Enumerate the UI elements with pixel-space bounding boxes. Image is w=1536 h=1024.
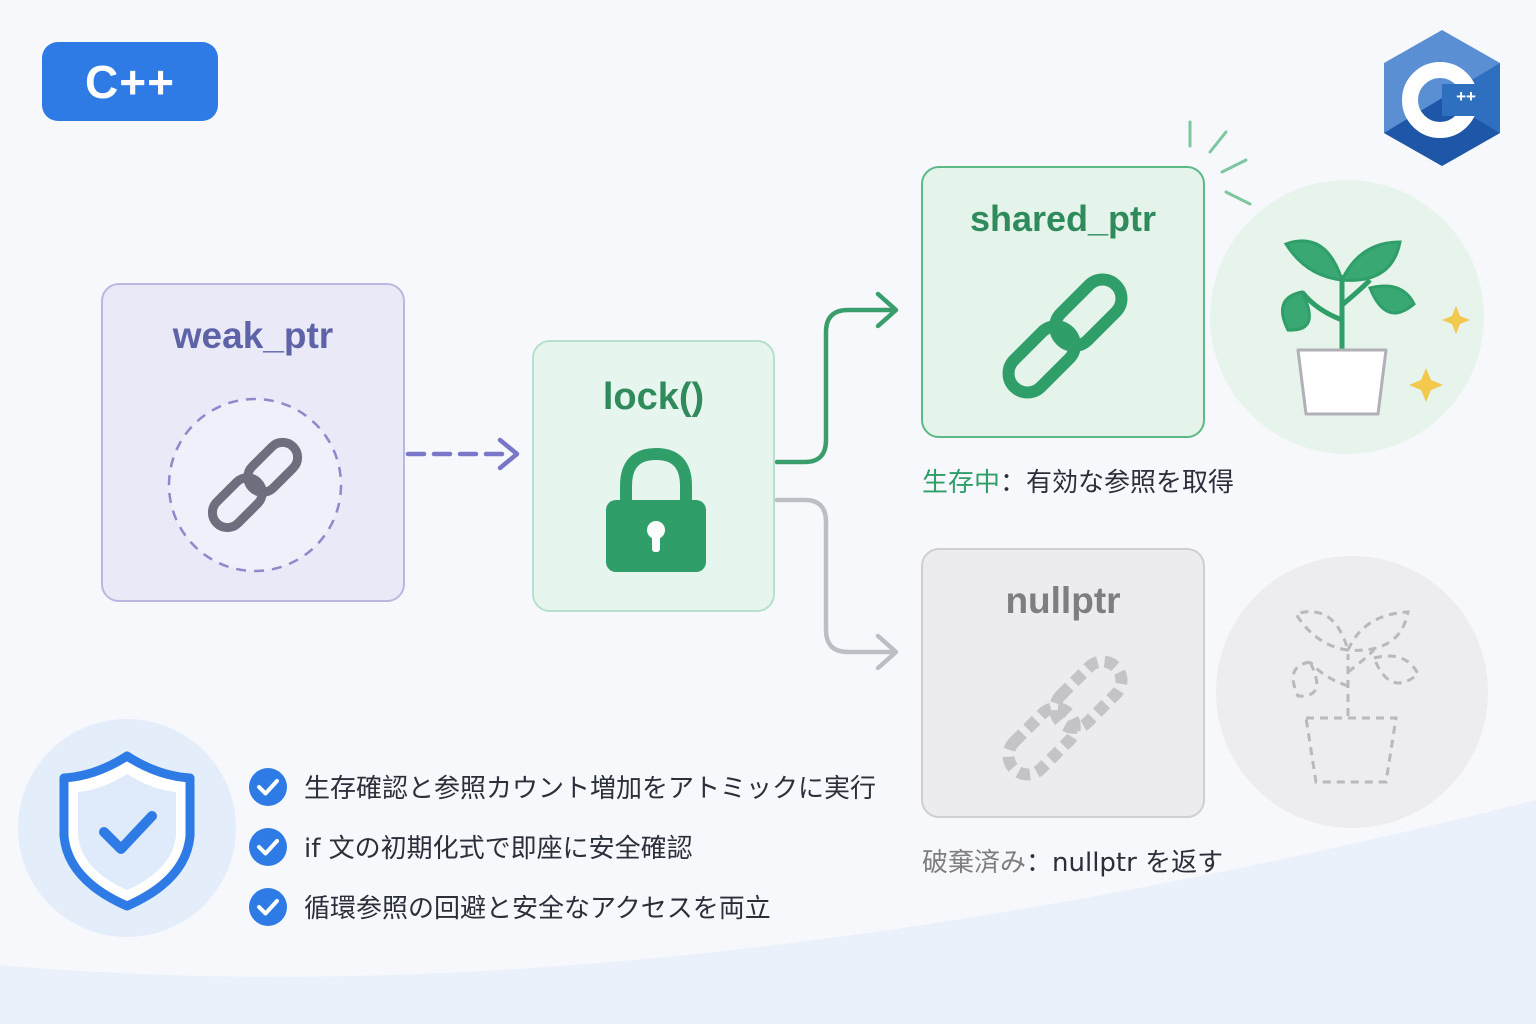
weak-ptr-title: weak_ptr xyxy=(172,315,334,356)
check-circle-icon xyxy=(249,827,287,866)
alive-label: 生存中 xyxy=(922,468,1001,498)
list-item-text: 循環参照の回避と安全なアクセスを両立 xyxy=(304,894,771,924)
nullptr-node: nullptr xyxy=(921,548,1205,818)
weak-ptr-node: weak_ptr xyxy=(101,283,405,602)
list-item: 生存確認と参照カウント増加をアトミックに実行 xyxy=(248,766,876,807)
alive-text: ：有効な参照を取得 xyxy=(1000,468,1235,498)
list-item: if 文の初期化式で即座に安全確認 xyxy=(248,826,876,867)
dead-text: ：nullptr を返す xyxy=(1026,848,1224,878)
check-circle-icon xyxy=(249,887,287,926)
chain-link-icon xyxy=(167,397,343,573)
feature-list: 生存確認と参照カウント増加をアトミックに実行 if 文の初期化式で即座に安全確認… xyxy=(248,766,876,946)
shield-check-icon xyxy=(18,719,236,937)
chain-link-icon xyxy=(1002,273,1128,399)
dead-caption: 破棄済み：nullptr を返す xyxy=(922,842,1223,879)
padlock-icon xyxy=(606,447,706,572)
cpp-logo-icon: ++ xyxy=(1384,30,1500,166)
check-circle-icon xyxy=(249,767,287,806)
list-item-text: if 文の初期化式で即座に安全確認 xyxy=(304,834,693,864)
cpp-badge: C++ xyxy=(42,42,218,121)
alive-caption: 生存中：有効な参照を取得 xyxy=(922,462,1234,499)
lock-title: lock() xyxy=(602,376,705,418)
svg-text:++: ++ xyxy=(1456,87,1476,106)
shared-ptr-title: shared_ptr xyxy=(969,198,1157,239)
potted-plant-icon xyxy=(1210,180,1484,454)
shared-ptr-node: shared_ptr xyxy=(921,166,1205,438)
nullptr-title: nullptr xyxy=(1005,580,1121,621)
list-item: 循環参照の回避と安全なアクセスを両立 xyxy=(248,886,876,927)
dead-label: 破棄済み xyxy=(922,848,1027,878)
faded-plant-icon xyxy=(1216,556,1488,828)
broken-chain-icon xyxy=(1002,655,1128,781)
list-item-text: 生存確認と参照カウント増加をアトミックに実行 xyxy=(304,774,877,804)
lock-node: lock() xyxy=(532,340,775,612)
